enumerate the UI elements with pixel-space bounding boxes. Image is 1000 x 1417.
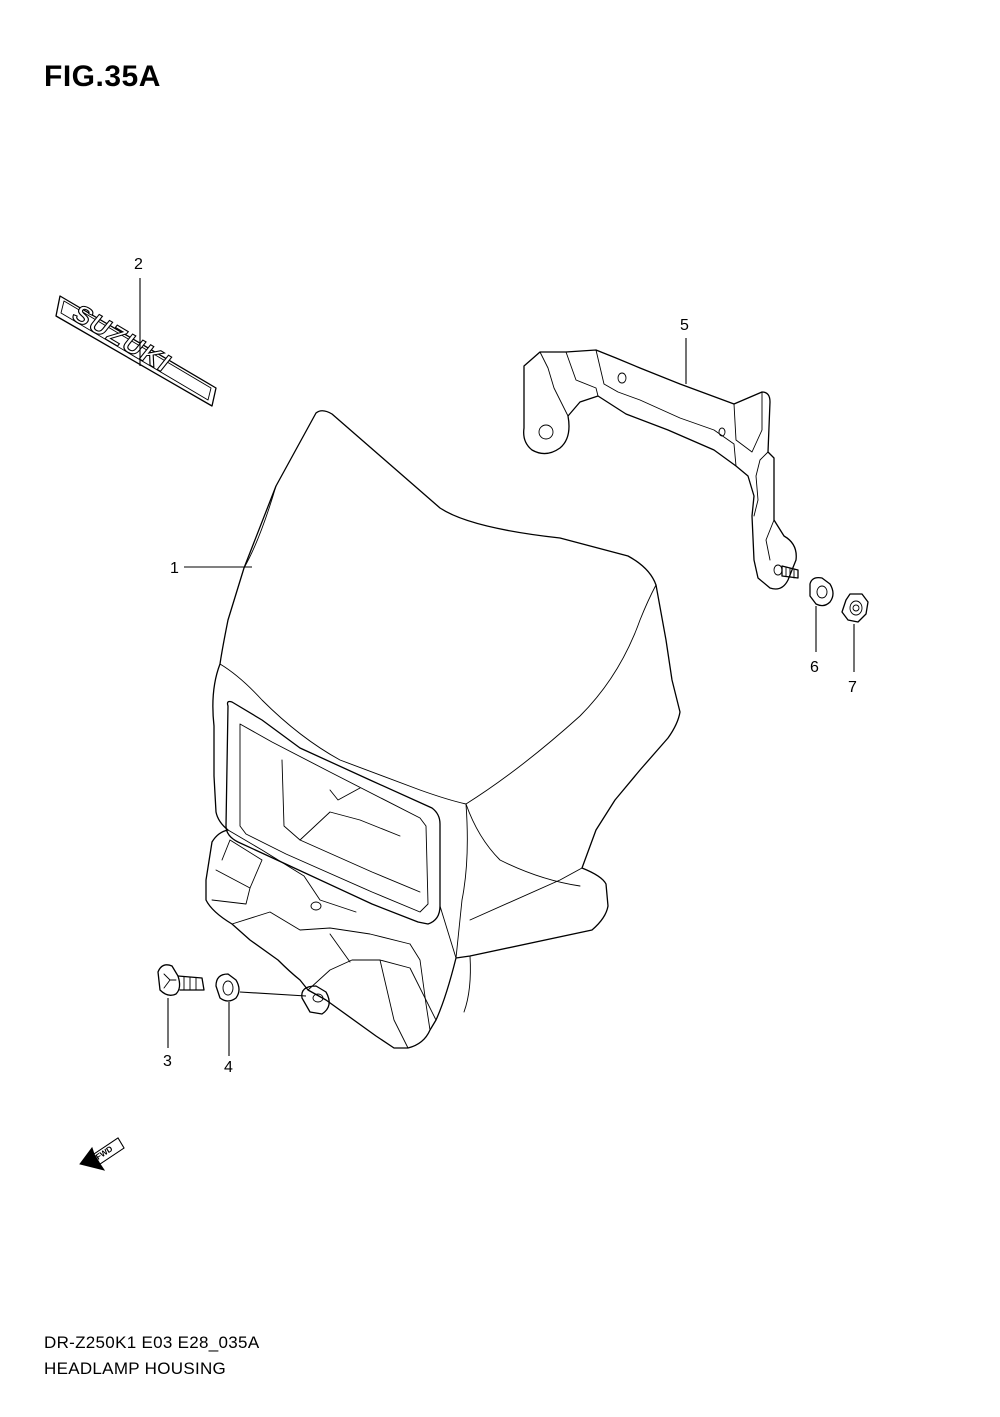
- figure-code: DR-Z250K1 E03 E28_035A: [44, 1333, 260, 1352]
- bracket-part: [523, 349, 799, 590]
- headlamp-housing-part: [205, 410, 681, 1049]
- bolt-part-3: [157, 964, 205, 996]
- washer-part-6: [809, 576, 834, 607]
- emblem-text: SUZUKI: [66, 299, 178, 378]
- callout-2: 2: [134, 256, 143, 273]
- callout-5: 5: [680, 317, 689, 334]
- washer-part-4: [215, 973, 240, 1002]
- figure-title: FIG.35A: [44, 60, 161, 93]
- callout-6: 6: [810, 659, 819, 676]
- callout-1: 1: [170, 560, 179, 577]
- forward-arrow-icon: FWD: [79, 1137, 125, 1171]
- callout-4: 4: [224, 1059, 233, 1076]
- emblem-part: SUZUKI: [55, 295, 217, 407]
- figure-caption: HEADLAMP HOUSING: [44, 1359, 227, 1378]
- callout-3: 3: [163, 1053, 172, 1070]
- callout-7: 7: [848, 679, 857, 696]
- leader-lines: [139, 278, 855, 1056]
- nut-part-7: [841, 593, 869, 623]
